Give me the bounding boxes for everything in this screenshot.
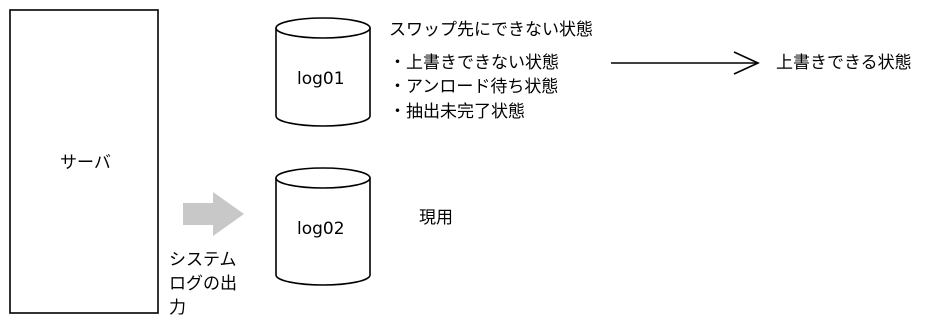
system-log-output-line-2: ログの出 [169, 274, 237, 294]
log02-cylinder [275, 167, 371, 286]
log02-state: 現用 [419, 208, 453, 228]
log01-transition-target: 上書きできる状態 [776, 53, 912, 73]
log01-condition-1: ・上書きできない状態 [389, 53, 559, 73]
log01-cylinder [275, 17, 371, 127]
log02-label: log02 [297, 219, 345, 239]
transition-arrow [611, 51, 760, 75]
server-box [9, 9, 159, 314]
log01-label: log01 [297, 69, 345, 89]
log01-condition-2: ・アンロード待ち状態 [389, 77, 559, 97]
log01-state-title: スワップ先にできない状態 [389, 20, 593, 40]
server-label: サーバ [60, 153, 111, 173]
log01-condition-3: ・抽出未完了状態 [389, 102, 525, 122]
system-log-output-line-3: 力 [169, 298, 186, 318]
output-arrow [183, 192, 244, 236]
system-log-output-line-1: システム [169, 250, 237, 270]
